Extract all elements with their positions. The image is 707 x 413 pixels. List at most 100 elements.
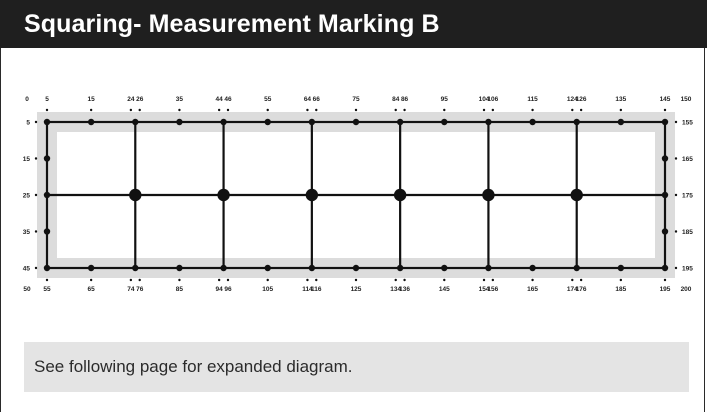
top-measure-label: 0: [25, 96, 29, 103]
tick-mark-left: [34, 230, 38, 233]
tick-mark-bottom: [482, 278, 486, 282]
tick-mark-top: [354, 108, 358, 112]
edge-dot-top: [87, 118, 95, 126]
tick-mark-right: [674, 120, 678, 124]
tick-mark-top: [394, 108, 397, 112]
tick-mark-bottom: [217, 278, 221, 282]
tick-mark-left: [34, 120, 38, 124]
tick-mark-bottom: [571, 278, 574, 282]
edge-dot-top: [264, 118, 271, 126]
measurement-labels: 0505551565247426763585449446965510564114…: [23, 96, 693, 293]
edge-dot-bottom: [264, 264, 271, 272]
bottom-measure-label: 176: [576, 286, 587, 293]
right-measure-label: 175: [682, 192, 693, 199]
tick-mark-bottom: [129, 278, 133, 282]
right-measure-label: 195: [682, 265, 693, 272]
bottom-measure-label: 200: [681, 286, 692, 293]
top-measure-label: 26: [136, 96, 144, 103]
top-measure-label: 15: [88, 96, 96, 103]
top-measure-label: 66: [313, 96, 321, 103]
edge-dot-bottom: [617, 264, 625, 272]
edge-dot-top: [396, 118, 404, 126]
tick-mark-top: [403, 108, 406, 112]
top-measure-label: 84: [392, 96, 400, 103]
edge-dot-right: [661, 228, 669, 235]
bottom-measure-label: 65: [88, 286, 96, 293]
left-measure-label: 35: [23, 229, 31, 236]
page-title: Squaring- Measurement Marking B: [24, 9, 440, 38]
right-measure-label: 165: [682, 156, 693, 163]
bottom-measure-label: 74: [127, 286, 135, 293]
right-measure-label: 155: [682, 119, 693, 126]
bottom-measure-label: 55: [43, 286, 51, 293]
junction-dot-large: [570, 188, 583, 202]
left-measure-label: 45: [23, 265, 31, 272]
edge-dot-top: [441, 118, 448, 126]
edge-dot-top: [661, 118, 669, 126]
tick-mark-top: [571, 108, 574, 112]
top-measure-label: 150: [681, 96, 692, 103]
diagram-svg: 0505551565247426763585449446965510564114…: [23, 96, 693, 293]
tick-mark-right: [674, 193, 678, 197]
edge-dot-bottom: [87, 264, 95, 272]
tick-mark-top: [663, 108, 667, 112]
bottom-measure-label: 105: [262, 286, 273, 293]
bottom-measure-label: 145: [439, 286, 450, 293]
bottom-measure-label: 76: [136, 286, 144, 293]
edge-dot-bottom: [308, 264, 316, 272]
bottom-measure-label: 125: [351, 286, 362, 293]
edge-dot-bottom: [43, 264, 51, 272]
tick-mark-bottom: [663, 278, 667, 282]
tick-mark-top: [89, 108, 93, 112]
tick-mark-right: [674, 266, 678, 270]
top-measure-label: 55: [264, 96, 272, 103]
top-measure-label: 124: [567, 96, 578, 103]
top-measure-label: 126: [576, 96, 587, 103]
junction-dot-large: [482, 188, 495, 202]
tick-mark-right: [674, 157, 678, 160]
edge-dot-top: [529, 118, 536, 126]
bottom-measure-label: 85: [176, 286, 184, 293]
bottom-measure-label: 134: [390, 286, 401, 293]
tick-mark-bottom: [403, 278, 406, 282]
edge-dot-top: [220, 118, 227, 126]
top-measure-label: 135: [615, 96, 626, 103]
tick-mark-top: [443, 108, 446, 112]
edge-dot-top: [352, 118, 360, 126]
edge-dot-right: [661, 155, 669, 162]
tick-mark-left: [34, 193, 38, 197]
bottom-measure-label: 185: [615, 286, 626, 293]
top-measure-label: 115: [527, 96, 538, 103]
tick-mark-bottom: [579, 278, 583, 282]
top-measure-label: 44: [216, 96, 224, 103]
tick-mark-bottom: [45, 278, 49, 282]
bottom-measure-label: 165: [527, 286, 538, 293]
bottom-measure-label: 174: [567, 286, 578, 293]
junction-dot-large: [305, 188, 319, 202]
bottom-measure-label: 114: [302, 286, 313, 293]
tick-mark-left: [34, 266, 38, 270]
edge-dot-top: [176, 118, 183, 126]
top-measure-label: 104: [479, 96, 490, 103]
bottom-measure-label: 116: [311, 286, 322, 293]
left-measure-label: 15: [23, 156, 31, 163]
edge-dot-left: [43, 155, 51, 162]
header-bar: Squaring- Measurement Marking B: [0, 0, 707, 48]
tick-mark-top: [45, 108, 49, 112]
top-measure-label: 145: [660, 96, 671, 103]
tick-mark-bottom: [443, 278, 446, 282]
edge-dot-top: [485, 118, 492, 126]
bottom-measure-label: 50: [23, 286, 31, 293]
edge-dot-left: [43, 228, 51, 235]
edge-dot-bottom: [529, 264, 536, 272]
bottom-measure-label: 156: [487, 286, 498, 293]
edge-dot-top: [43, 118, 51, 126]
tick-mark-bottom: [138, 278, 141, 282]
junction-dot-large: [217, 188, 230, 202]
note-text: See following page for expanded diagram.: [34, 357, 353, 376]
junction-dot-large: [129, 188, 142, 202]
edge-dot-bottom: [441, 264, 448, 272]
edge-dot-right: [661, 191, 669, 199]
tick-mark-top: [226, 108, 230, 112]
note-box: See following page for expanded diagram.: [24, 342, 689, 392]
